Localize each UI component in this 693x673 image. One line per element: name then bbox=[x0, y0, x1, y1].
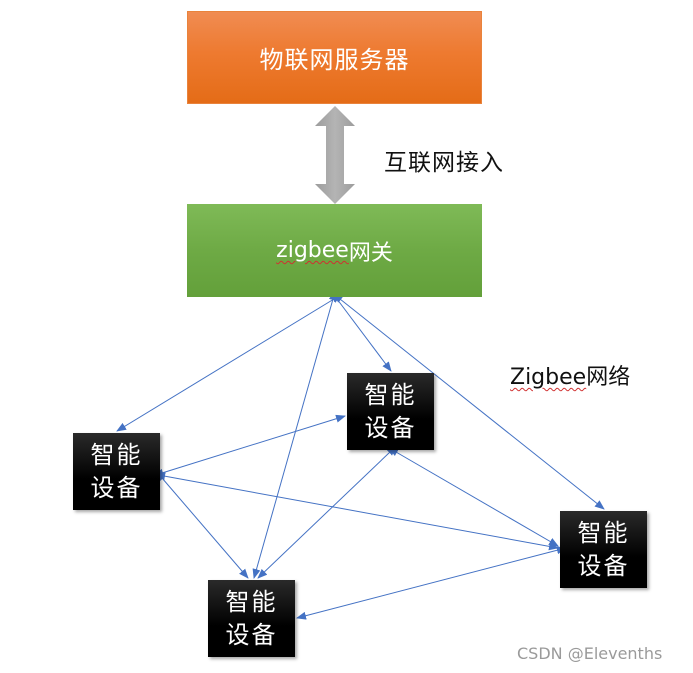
iot-server-box: 物联网服务器 bbox=[187, 11, 482, 104]
watermark: CSDN @Elevenths bbox=[517, 644, 663, 663]
network-label-cjk: 网络 bbox=[586, 365, 631, 390]
iot-server-label: 物联网服务器 bbox=[259, 46, 410, 74]
link-gateway-dev-c bbox=[332, 293, 605, 510]
link-dev-b-dev-d bbox=[257, 445, 397, 579]
device-label-line2: 设备 bbox=[577, 551, 630, 580]
device-label-line2: 设备 bbox=[90, 473, 143, 502]
device-label-line1: 智能 bbox=[577, 518, 630, 547]
smart-device-d: 智能 设备 bbox=[208, 580, 295, 657]
device-label-line2: 设备 bbox=[225, 620, 278, 649]
device-label-line1: 智能 bbox=[225, 587, 278, 616]
smart-device-a: 智能 设备 bbox=[73, 433, 160, 510]
gateway-label-latin: zigbee bbox=[276, 238, 349, 263]
gateway-label-cjk: 网关 bbox=[348, 240, 393, 266]
smart-device-c: 智能 设备 bbox=[560, 511, 647, 588]
internet-access-label: 互联网接入 bbox=[384, 150, 504, 176]
network-label-latin: Zigbee bbox=[510, 365, 587, 390]
device-label-line2: 设备 bbox=[364, 413, 417, 442]
internet-double-arrow bbox=[315, 106, 355, 204]
link-gateway-dev-b bbox=[331, 291, 392, 372]
device-label-line1: 智能 bbox=[364, 380, 417, 409]
link-dev-a-dev-d bbox=[156, 471, 249, 579]
link-dev-b-dev-c bbox=[388, 447, 559, 547]
link-dev-a-dev-b bbox=[153, 414, 346, 477]
device-label-line1: 智能 bbox=[90, 440, 143, 469]
zigbee-network-label: Zigbee网络 bbox=[510, 359, 630, 391]
link-dev-c-dev-d bbox=[296, 546, 567, 620]
smart-device-b: 智能 设备 bbox=[347, 373, 434, 450]
